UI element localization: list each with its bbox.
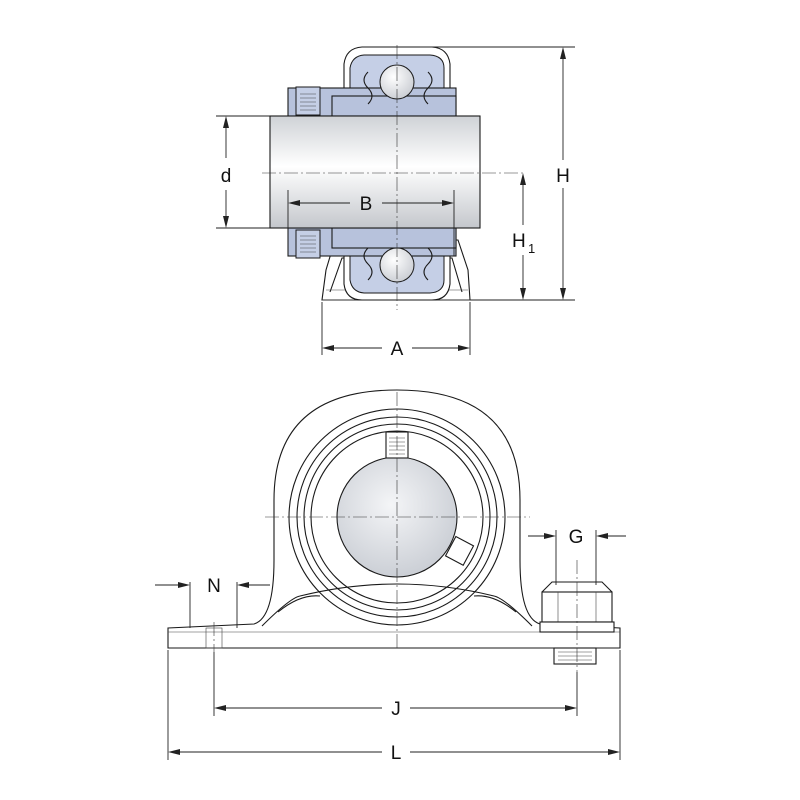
label-H1-subscript: 1 <box>528 241 535 256</box>
grub-screw-top <box>295 86 321 116</box>
label-L: L <box>391 743 402 764</box>
dim-H1: H 1 <box>512 173 535 300</box>
label-G: G <box>569 527 584 548</box>
shaft <box>269 115 481 229</box>
label-d: d <box>221 166 232 187</box>
dim-J: J <box>213 652 578 720</box>
front-view: N G J L <box>155 389 626 764</box>
seals <box>363 71 433 281</box>
dim-B: B <box>287 190 455 256</box>
label-A: A <box>391 339 404 360</box>
grub-screw-front-side <box>444 535 475 567</box>
label-N: N <box>207 576 221 597</box>
label-J: J <box>391 699 401 720</box>
label-H1: H <box>512 231 526 252</box>
label-H: H <box>556 166 570 187</box>
dim-A: A <box>321 302 471 360</box>
dim-L: L <box>167 650 621 764</box>
bolt-nut <box>539 560 615 672</box>
left-mounting-hole <box>205 627 223 649</box>
label-B: B <box>360 194 373 215</box>
side-view: d B H H 1 <box>216 45 575 360</box>
dim-H: H <box>420 46 575 301</box>
grub-screw-bottom <box>295 229 321 259</box>
dim-G: G <box>528 527 626 585</box>
dim-d: d <box>216 115 270 229</box>
dim-N: N <box>155 576 270 628</box>
